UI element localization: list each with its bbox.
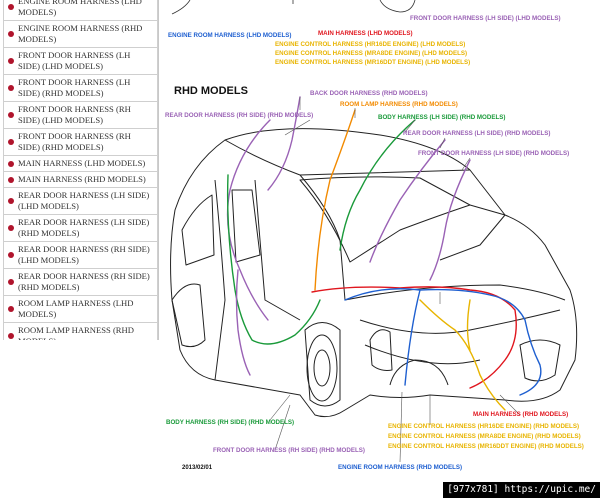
sidebar-item-label: ENGINE ROOM HARNESS (LHD MODELS) <box>18 0 142 17</box>
engine-room-wire <box>344 288 542 396</box>
harness-labels: FRONT DOOR HARNESS (LH SIDE) (LHD MODELS… <box>165 15 584 471</box>
bullet-icon <box>8 58 14 64</box>
sidebar-item[interactable]: REAR DOOR HARNESS (LH SIDE) (LHD MODELS) <box>3 188 158 215</box>
sidebar-item[interactable]: FRONT DOOR HARNESS (LH SIDE) (LHD MODELS… <box>3 48 158 75</box>
label-front-door-lh-lhd: FRONT DOOR HARNESS (LH SIDE) (LHD MODELS… <box>410 15 561 22</box>
label-rear-door-rh-rhd: REAR DOOR HARNESS (RH SIDE) (RHD MODELS) <box>165 112 313 119</box>
bullet-icon <box>8 279 14 285</box>
bullet-icon <box>8 176 14 183</box>
harness-wires <box>226 96 542 411</box>
sidebar-item[interactable]: REAR DOOR HARNESS (RH SIDE) (RHD MODELS) <box>3 269 158 296</box>
diagram-date: 2013/02/01 <box>182 465 213 471</box>
label-ecm-mra8de-rhd: ENGINE CONTROL HARNESS (MRA8DE ENGINE) (… <box>388 433 581 440</box>
label-main-lhd: MAIN HARNESS (LHD MODELS) <box>318 30 413 37</box>
label-rear-door-lh-rhd: REAR DOOR HARNESS (LH SIDE) (RHD MODELS) <box>403 130 550 137</box>
label-ecm-mr16ddt-rhd: ENGINE CONTROL HARNESS (MR16DDT ENGINE) … <box>388 443 584 450</box>
sidebar-item[interactable]: ROOM LAMP HARNESS (LHD MODELS) <box>3 296 158 323</box>
sidebar-item[interactable]: FRONT DOOR HARNESS (RH SIDE) (LHD MODELS… <box>3 102 158 129</box>
car-outline <box>170 128 578 418</box>
label-room-lamp-rhd: ROOM LAMP HARNESS (RHD MODELS) <box>340 101 458 108</box>
label-main-rhd: MAIN HARNESS (RHD MODELS) <box>473 411 568 418</box>
body-rh-wire <box>226 174 321 345</box>
sidebar-item-label: REAR DOOR HARNESS (RH SIDE) (RHD MODELS) <box>18 271 150 292</box>
ecm-wire <box>419 299 506 411</box>
front-door-rh-wire <box>235 269 251 376</box>
label-body-lh-rhd: BODY HARNESS (LH SIDE) (RHD MODELS) <box>378 114 505 121</box>
bullet-icon <box>8 139 14 145</box>
label-engine-room-rhd: ENGINE ROOM HARNESS (RHD MODELS) <box>338 464 462 471</box>
sidebar-item[interactable]: FRONT DOOR HARNESS (LH SIDE) (RHD MODELS… <box>3 75 158 102</box>
sidebar-item-label: REAR DOOR HARNESS (LH SIDE) (RHD MODELS) <box>18 217 150 238</box>
bullet-icon <box>8 160 14 167</box>
leader-lines <box>269 97 521 463</box>
bullet-icon <box>8 225 14 231</box>
bullet-icon <box>8 112 14 118</box>
front-door-lh-wire <box>429 159 471 281</box>
bullet-icon <box>8 252 14 258</box>
main-harness-wire <box>311 286 517 389</box>
harness-list: ENGINE ROOM HARNESS (LHD MODELS) ENGINE R… <box>3 0 159 340</box>
bullet-icon <box>8 306 14 312</box>
sidebar-item[interactable]: ROOM LAMP HARNESS (RHD MODELS) <box>3 323 158 340</box>
bullet-icon <box>8 198 14 204</box>
body-lh-wire <box>339 119 416 251</box>
sidebar-item-label: ROOM LAMP HARNESS (LHD MODELS) <box>18 298 134 319</box>
rear-door-lh-wire <box>369 139 446 263</box>
sidebar-item[interactable]: REAR DOOR HARNESS (RH SIDE) (LHD MODELS) <box>3 242 158 269</box>
sidebar-item-label: REAR DOOR HARNESS (LH SIDE) (LHD MODELS) <box>18 190 150 211</box>
sidebar-item-label: ENGINE ROOM HARNESS (RHD MODELS) <box>18 23 143 44</box>
sidebar-item[interactable]: MAIN HARNESS (RHD MODELS) <box>3 172 158 188</box>
sidebar-item-label: FRONT DOOR HARNESS (LH SIDE) (LHD MODELS… <box>18 50 131 71</box>
label-ecm-mra8de-lhd: ENGINE CONTROL HARNESS (MRA8DE ENGINE) (… <box>275 50 467 57</box>
sidebar-item[interactable]: ENGINE ROOM HARNESS (LHD MODELS) <box>3 0 158 21</box>
sidebar-item[interactable]: ENGINE ROOM HARNESS (RHD MODELS) <box>3 21 158 48</box>
sidebar-item-label: MAIN HARNESS (LHD MODELS) <box>18 158 146 168</box>
previous-figure-fragment <box>171 0 416 15</box>
label-body-rh-rhd: BODY HARNESS (RH SIDE) (RHD MODELS) <box>166 419 294 426</box>
sidebar-item-label: REAR DOOR HARNESS (RH SIDE) (LHD MODELS) <box>18 244 150 265</box>
label-ecm-hr16de-lhd: ENGINE CONTROL HARNESS (HR16DE ENGINE) (… <box>275 41 465 48</box>
label-ecm-mr16ddt-lhd: ENGINE CONTROL HARNESS (MR16DDT ENGINE) … <box>275 59 470 66</box>
sidebar-item-label: FRONT DOOR HARNESS (LH SIDE) (RHD MODELS… <box>18 77 131 98</box>
sidebar-item[interactable]: FRONT DOOR HARNESS (RH SIDE) (RHD MODELS… <box>3 129 158 156</box>
label-engine-room-lhd: ENGINE ROOM HARNESS (LHD MODELS) <box>168 32 291 39</box>
sidebar-item-label: FRONT DOOR HARNESS (RH SIDE) (LHD MODELS… <box>18 104 131 125</box>
label-front-door-lh-rhd: FRONT DOOR HARNESS (LH SIDE) (RHD MODELS… <box>418 150 569 157</box>
image-host-footer: [977x781] https://upic.me/ <box>443 482 600 498</box>
sidebar-item[interactable]: REAR DOOR HARNESS (LH SIDE) (RHD MODELS) <box>3 215 158 242</box>
sidebar-item-label: ROOM LAMP HARNESS (RHD MODELS) <box>18 325 134 340</box>
bullet-icon <box>8 4 14 10</box>
sidebar-item-label: FRONT DOOR HARNESS (RH SIDE) (RHD MODELS… <box>18 131 131 152</box>
bullet-icon <box>8 333 14 339</box>
back-door-wire <box>267 96 301 191</box>
label-front-door-rh-rhd: FRONT DOOR HARNESS (RH SIDE) (RHD MODELS… <box>213 447 365 454</box>
label-ecm-hr16de-rhd: ENGINE CONTROL HARNESS (HR16DE ENGINE) (… <box>388 423 579 430</box>
section-title: RHD MODELS <box>174 85 248 97</box>
bullet-icon <box>8 85 14 91</box>
label-back-door-rhd: BACK DOOR HARNESS (RHD MODELS) <box>310 90 428 97</box>
bullet-icon <box>8 31 14 37</box>
room-lamp-wire <box>314 109 356 291</box>
sidebar-item[interactable]: MAIN HARNESS (LHD MODELS) <box>3 156 158 172</box>
wiring-harness-diagram: FRONT DOOR HARNESS (LH SIDE) (LHD MODELS… <box>165 0 584 471</box>
sidebar-item-label: MAIN HARNESS (RHD MODELS) <box>18 174 146 184</box>
